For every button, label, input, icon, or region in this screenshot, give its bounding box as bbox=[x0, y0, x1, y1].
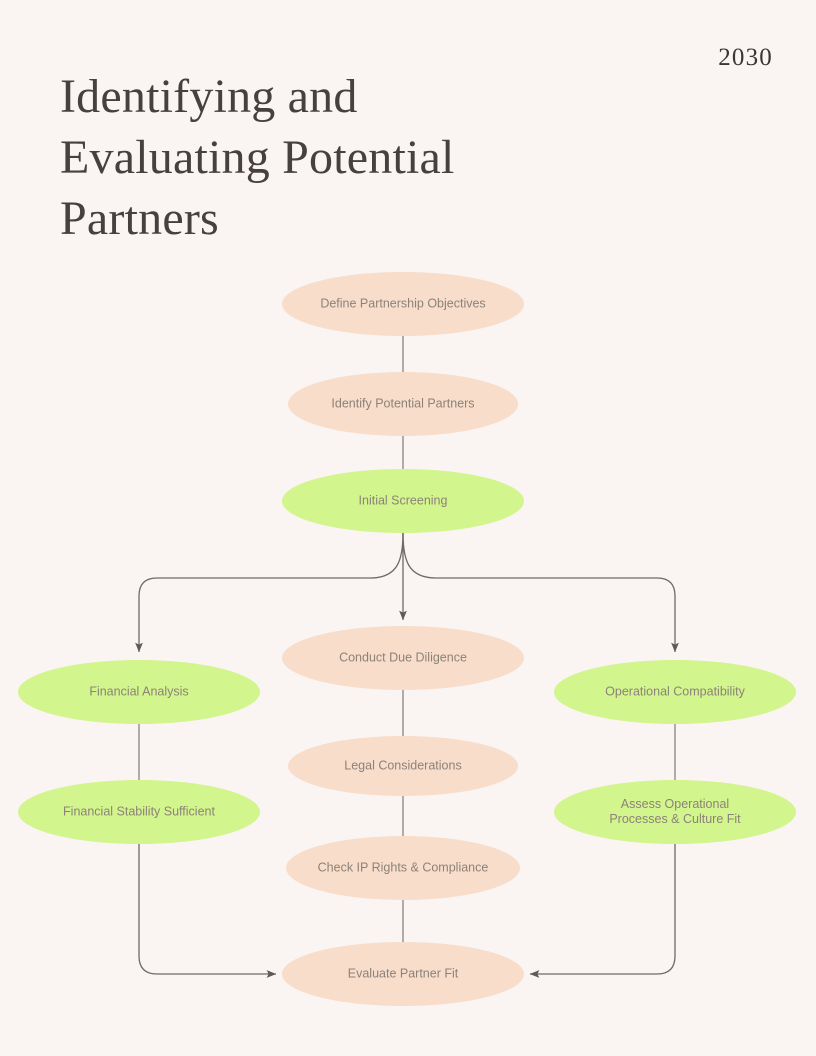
flow-node-label: Check IP Rights & Compliance bbox=[318, 860, 489, 874]
flow-node-shape[interactable] bbox=[282, 626, 524, 690]
flow-node-label: Conduct Due Diligence bbox=[339, 650, 467, 664]
flow-node-label: Financial Stability Sufficient bbox=[63, 804, 215, 818]
flow-node-shape[interactable] bbox=[288, 736, 518, 796]
flow-node-label: Identify Potential Partners bbox=[331, 396, 474, 410]
flow-node[interactable]: Legal Considerations bbox=[288, 736, 518, 796]
flow-node[interactable]: Financial Analysis bbox=[18, 660, 260, 724]
flow-edge bbox=[529, 844, 676, 978]
title-line-2: Evaluating Potential bbox=[60, 131, 455, 184]
flow-node[interactable]: Financial Stability Sufficient bbox=[18, 780, 260, 844]
flow-node-shape[interactable] bbox=[554, 660, 796, 724]
flow-node-label: Initial Screening bbox=[359, 493, 448, 507]
flow-edge bbox=[138, 844, 277, 978]
flow-node-shape[interactable] bbox=[554, 780, 796, 844]
title-line-3: Partners bbox=[60, 192, 219, 245]
flow-node[interactable]: Conduct Due Diligence bbox=[282, 626, 524, 690]
flow-node[interactable]: Check IP Rights & Compliance bbox=[286, 836, 520, 900]
flow-node-shape[interactable] bbox=[282, 942, 524, 1006]
flow-node-shape[interactable] bbox=[282, 469, 524, 533]
flow-node-label: Operational Compatibility bbox=[605, 684, 745, 698]
flow-node-shape[interactable] bbox=[18, 660, 260, 724]
flow-node[interactable]: Initial Screening bbox=[282, 469, 524, 533]
year-label: 2030 bbox=[718, 44, 773, 71]
title-line-1: Identifying and bbox=[60, 70, 358, 123]
flow-edge bbox=[135, 532, 404, 653]
flow-node-label: Financial Analysis bbox=[89, 684, 188, 698]
flow-edge bbox=[402, 532, 679, 653]
flow-node[interactable]: Define Partnership Objectives bbox=[282, 272, 524, 336]
flowchart-edges bbox=[135, 336, 679, 978]
flow-node-shape[interactable] bbox=[288, 372, 518, 436]
flow-node-shape[interactable] bbox=[18, 780, 260, 844]
flow-node-label: Processes & Culture Fit bbox=[609, 812, 741, 826]
flow-node-shape[interactable] bbox=[282, 272, 524, 336]
flow-node-label: Define Partnership Objectives bbox=[320, 296, 485, 310]
flow-node-label: Assess Operational bbox=[621, 797, 729, 811]
flow-node-label: Legal Considerations bbox=[344, 758, 461, 772]
page-title: Identifying and Evaluating Potential Par… bbox=[60, 66, 530, 249]
flow-node[interactable]: Evaluate Partner Fit bbox=[282, 942, 524, 1006]
flow-node[interactable]: Identify Potential Partners bbox=[288, 372, 518, 436]
flow-node[interactable]: Operational Compatibility bbox=[554, 660, 796, 724]
flow-node-shape[interactable] bbox=[286, 836, 520, 900]
flow-node-label: Evaluate Partner Fit bbox=[348, 966, 459, 980]
